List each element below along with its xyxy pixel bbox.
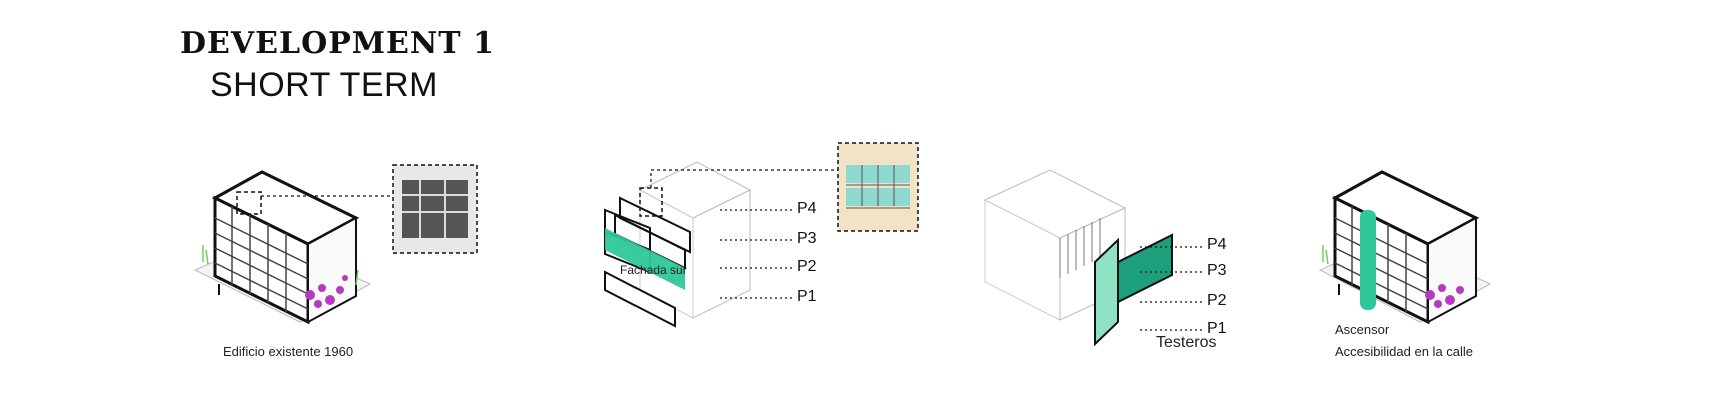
page-title: DEVELOPMENT 1 bbox=[180, 26, 495, 61]
caption-ascensor: Ascensor bbox=[1335, 322, 1390, 337]
level-label-p3: P3 bbox=[797, 230, 817, 247]
level-label-p1: P1 bbox=[797, 288, 817, 305]
caption-edificio-existente: Edificio existente 1960 bbox=[223, 344, 354, 359]
caption-fachada-sur: Fachada sur bbox=[620, 263, 687, 277]
testeros-level-p4: P4 bbox=[1207, 236, 1227, 253]
testeros-level-p1: P1 bbox=[1207, 320, 1227, 337]
caption-testeros: Testeros bbox=[1156, 334, 1217, 351]
page-subtitle: SHORT TERM bbox=[210, 66, 438, 104]
testeros-diagram bbox=[983, 169, 1205, 347]
existing-building-diagram bbox=[193, 164, 478, 325]
caption-accesibilidad: Accesibilidad en la calle bbox=[1335, 344, 1474, 359]
facade-sur-diagram bbox=[604, 142, 919, 328]
testeros-level-p2: P2 bbox=[1207, 292, 1227, 309]
level-label-p2: P2 bbox=[797, 258, 817, 275]
level-label-p4: P4 bbox=[797, 200, 817, 217]
testeros-level-p3: P3 bbox=[1207, 262, 1227, 279]
ascensor-diagram bbox=[1318, 170, 1492, 325]
